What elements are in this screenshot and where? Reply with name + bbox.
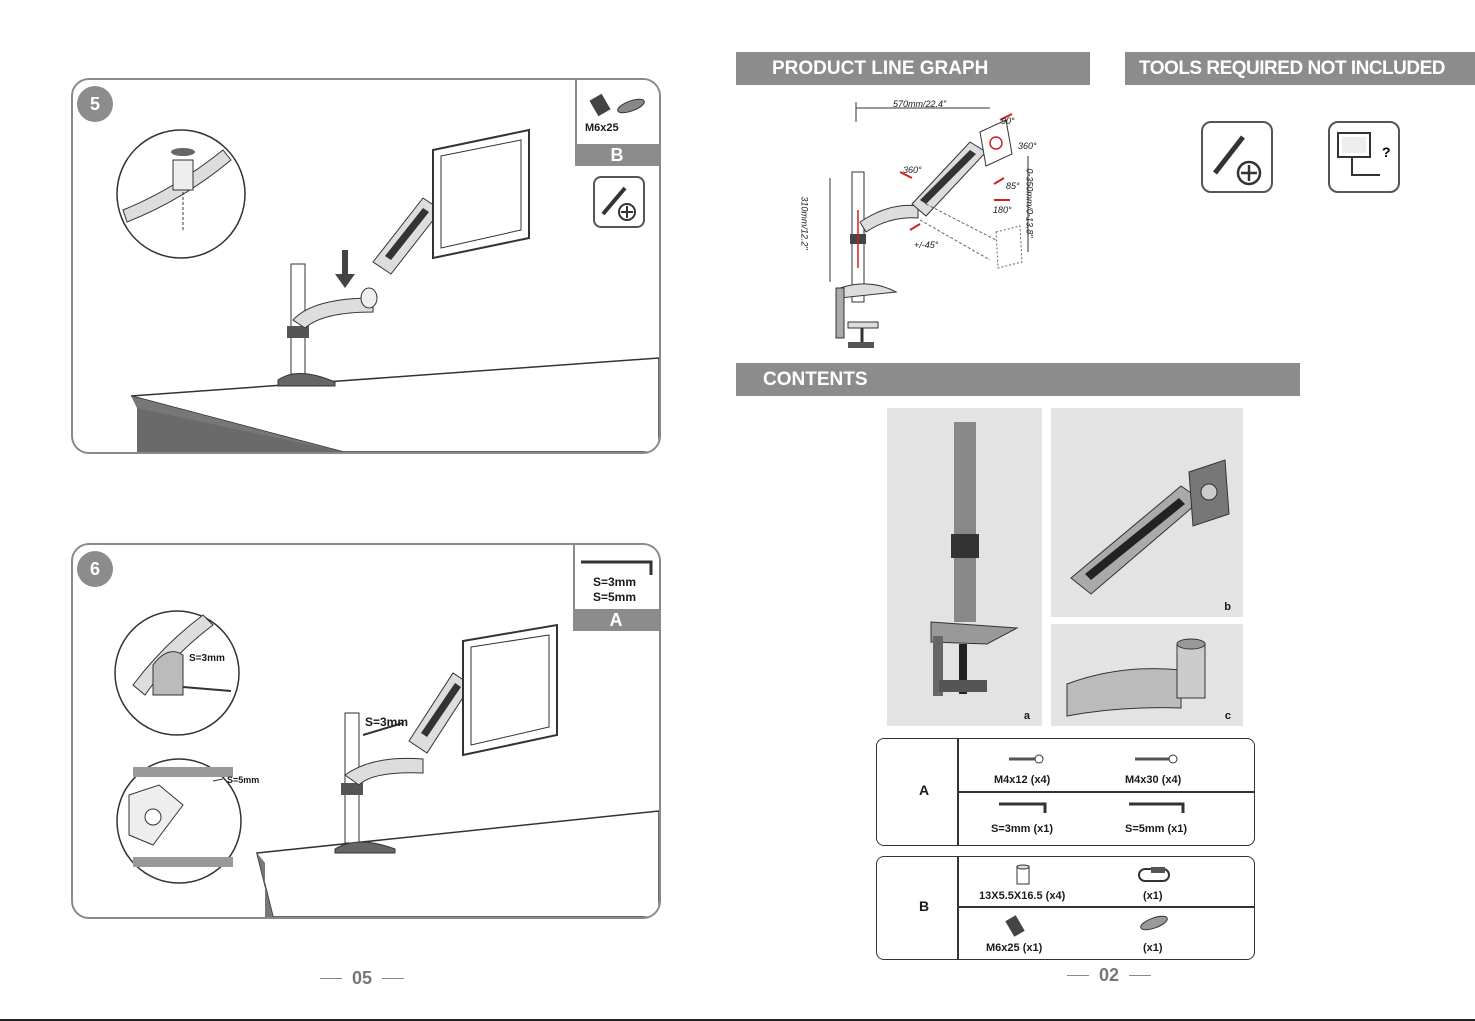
dim-height-left: 310mm/12.2" [800, 196, 810, 249]
contents-table-b: B 13X5.5X16.5 (x4) (x1) M6x25 (x1) (x1) [876, 856, 1255, 960]
hex-key-5mm-icon [1127, 801, 1187, 815]
tool-drill-box: ? [1328, 121, 1400, 193]
drill-icon: ? [1330, 123, 1398, 191]
step5-illustration [73, 80, 659, 452]
photo-b: b [1051, 408, 1243, 617]
step6-callout-top: S=3mm [189, 653, 225, 664]
dim-swivel180: 180° [993, 205, 1012, 215]
step5-screwdriver-box [593, 176, 645, 228]
photo-a: a [887, 408, 1042, 726]
cable-clip-icon [1137, 865, 1173, 885]
table-a-item-2: M4x30 (x4) [1125, 774, 1181, 786]
table-a-item-1: M4x12 (x4) [994, 774, 1050, 786]
step6-part-letter: A [573, 609, 659, 631]
short-screw-icon [1007, 753, 1047, 765]
step6-hex-size-2: S=5mm [593, 590, 636, 604]
table-b-item-3: M6x25 (x1) [986, 942, 1042, 954]
table-a-item-3: S=3mm (x1) [991, 823, 1053, 835]
step6-part-box: S=3mm S=5mm [573, 545, 661, 611]
lower-arm-image [1051, 624, 1243, 726]
table-a-label: A [919, 782, 929, 798]
dim-rot360-left: 360° [903, 165, 922, 175]
tool-screwdriver-box [1201, 121, 1273, 193]
arm-image [1051, 408, 1243, 617]
step6-number: 6 [77, 551, 113, 587]
step5-part-box: M6x25 [575, 80, 661, 146]
bolt-icon [583, 86, 655, 126]
screwdriver-icon [1203, 123, 1271, 191]
spacer-icon [1015, 863, 1031, 887]
dim-tilt45: +/-45° [914, 240, 938, 250]
hex-key-3mm-icon [997, 801, 1049, 815]
dim-width: 570mm/22.4" [893, 99, 946, 109]
dim-rot360-top: 360° [1018, 141, 1037, 151]
step6-main-callout: S=3mm [365, 715, 408, 729]
step5-number: 5 [77, 86, 113, 122]
step5-part-letter: B [575, 144, 659, 166]
contents-table-a: A M4x12 (x4) M4x30 (x4) S=3mm (x1) S=5mm… [876, 738, 1255, 846]
dim-rot90: 90° [1001, 116, 1015, 126]
left-page-number: 05 [320, 968, 404, 989]
long-screw-icon [1133, 753, 1179, 765]
screwdriver-icon [595, 178, 643, 226]
step5-panel: 5 M6x25 B [71, 78, 661, 454]
dim-height-right: 0-350mm/0-13.8" [1025, 168, 1035, 237]
step6-hex-size-1: S=3mm [593, 575, 636, 589]
contents-header: CONTENTS [736, 363, 1300, 396]
tools-header: TOOLS REQUIRED NOT INCLUDED [1125, 52, 1475, 85]
step6-illustration [73, 545, 659, 917]
table-b-item-1: 13X5.5X16.5 (x4) [979, 890, 1065, 902]
photo-b-label: b [1224, 601, 1231, 613]
photo-a-label: a [1024, 710, 1030, 722]
hex-key-icon [579, 557, 657, 577]
product-line-graph-header: PRODUCT LINE GRAPH [736, 52, 1090, 85]
photo-c-label: c [1225, 710, 1231, 722]
table-b-item-2: (x1) [1143, 890, 1163, 902]
table-a-item-4: S=5mm (x1) [1125, 823, 1187, 835]
table-b-item-4: (x1) [1143, 942, 1163, 954]
product-line-graph-drawing [800, 92, 1060, 354]
right-page-number: 02 [1067, 965, 1151, 986]
step6-panel: 6 S=3mm S=5mm A S=3mm S=5mm S=3mm [71, 543, 661, 919]
step5-part-label: M6x25 [585, 122, 619, 134]
photo-c: c [1051, 624, 1243, 726]
svg-text:?: ? [1382, 144, 1391, 160]
bolt-icon [1001, 913, 1033, 941]
pole-clamp-image [887, 408, 1042, 726]
table-b-label: B [919, 898, 929, 914]
dim-tilt85: 85° [1006, 181, 1020, 191]
step6-callout-bottom: S=5mm [227, 775, 259, 785]
washer-icon [1135, 913, 1173, 933]
